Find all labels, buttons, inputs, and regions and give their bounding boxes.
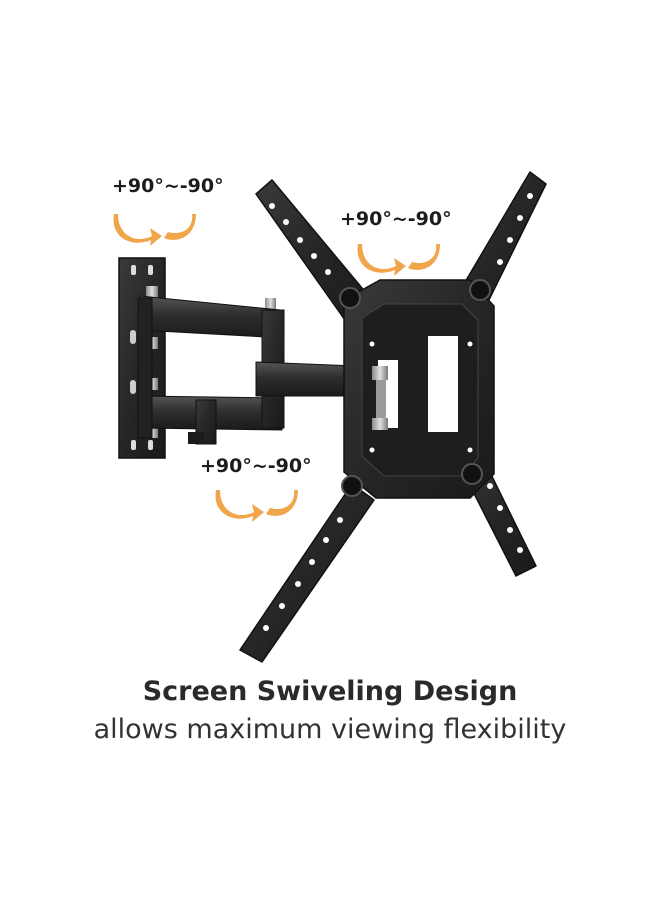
caption-subline: allows maximum viewing flexibility bbox=[93, 714, 567, 745]
center-plate bbox=[339, 279, 495, 499]
articulating-arms bbox=[137, 295, 357, 445]
vesa-arm-holes bbox=[263, 193, 533, 631]
rotation-arrow-icon bbox=[357, 244, 440, 276]
rotation-label-top-left: +90°~-90° bbox=[112, 175, 224, 197]
rotation-label-bottom: +90°~-90° bbox=[200, 455, 312, 477]
rotation-label-top-right: +90°~-90° bbox=[340, 208, 452, 230]
caption-headline: Screen Swiveling Design bbox=[142, 676, 518, 707]
rotation-arrow-icon bbox=[113, 214, 196, 246]
rotation-arrow-icon bbox=[215, 490, 298, 522]
